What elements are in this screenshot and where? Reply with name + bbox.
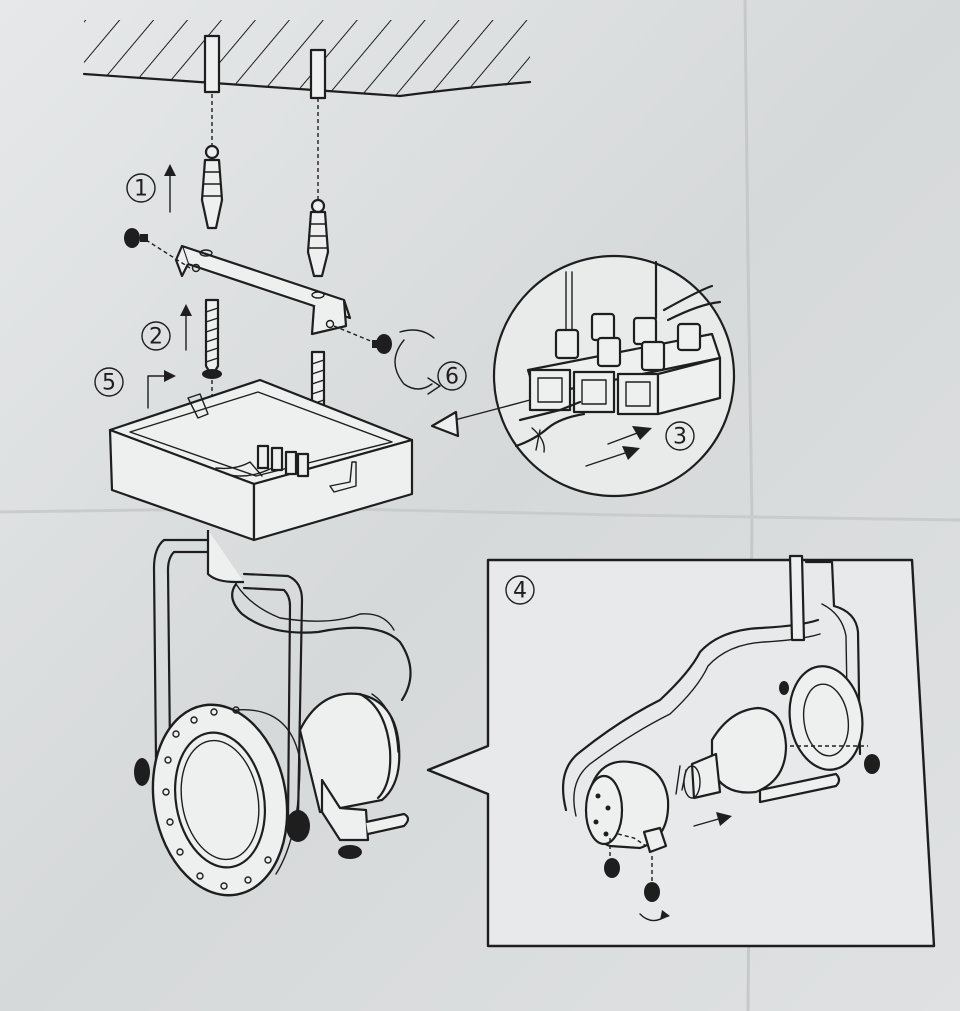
fixing-screw [202, 298, 222, 410]
ceiling-canopy [108, 378, 414, 542]
step-4-label: 4 [513, 579, 527, 604]
terminal-block-detail [430, 254, 736, 498]
step-3-marker: 3 [665, 421, 695, 451]
step-2-marker: 2 [141, 304, 192, 351]
fold-crease-horizontal [0, 506, 960, 522]
step-5-label: 5 [102, 371, 116, 396]
step-2-label: 2 [149, 325, 163, 350]
lamp-replacement-panel: 4 [426, 554, 936, 948]
wall-plug [200, 144, 224, 230]
side-screw [124, 228, 148, 248]
step-1-label: 1 [134, 177, 148, 202]
mounting-bracket [145, 239, 379, 345]
step-3-label: 3 [673, 425, 687, 450]
spotlight-fixture [134, 530, 412, 897]
step-6-marker: 6 [394, 329, 467, 395]
side-screw [372, 334, 392, 354]
step-6-label: 6 [445, 365, 459, 390]
ceiling-holes [203, 34, 327, 206]
step-1-marker: 1 [126, 164, 176, 213]
ceiling [82, 20, 532, 98]
wall-plug [306, 198, 330, 278]
step-5-marker: 5 [94, 367, 176, 409]
